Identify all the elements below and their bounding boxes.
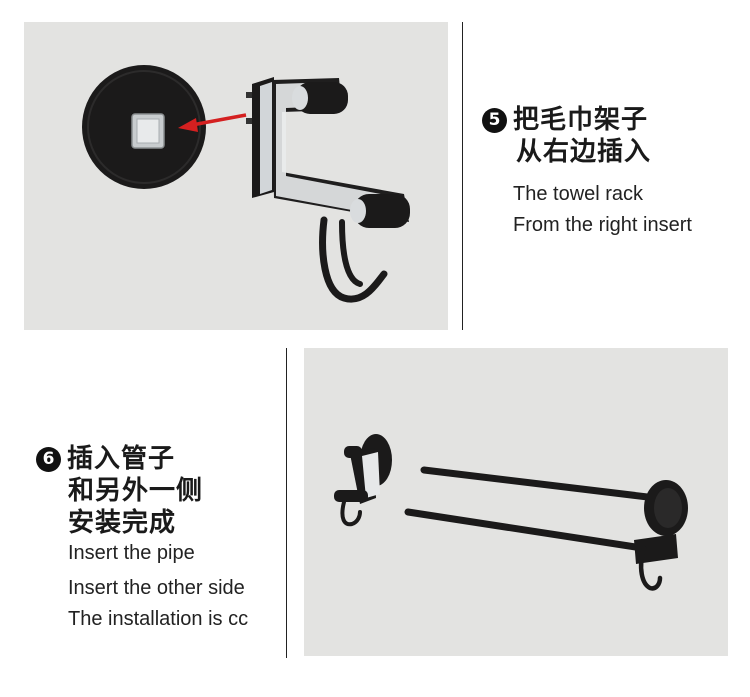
assembled-towel-bar-illustration: [334, 434, 688, 591]
right-bracket: [634, 480, 688, 591]
step5-number-badge: 5: [482, 108, 507, 133]
insert-arrow-icon: [178, 113, 247, 132]
step6-en-line2: Insert the other side: [68, 577, 245, 599]
step5-title-line2: 从右边插入: [516, 137, 652, 167]
upper-bar: [420, 466, 660, 502]
step6-title-line3: 安装完成: [68, 508, 177, 538]
step6-en-line1: Insert the pipe: [68, 542, 195, 564]
divider-line: [462, 22, 463, 330]
step5-title-line1: 把毛巾架子: [513, 105, 649, 135]
step6-en-line3: The installation is cc: [68, 608, 249, 630]
step6-number-badge: 6: [36, 447, 61, 472]
towel-rack-hook: [246, 77, 410, 303]
step6-title-line2: 和另外一侧: [68, 476, 204, 506]
divider-line: [286, 348, 287, 658]
step6-title-line1: 插入管子: [67, 444, 176, 474]
left-bracket: [334, 434, 392, 527]
rack-insert-illustration: [82, 65, 410, 303]
step5-en-line2: From the right insert: [513, 214, 692, 236]
step5-en-line1: The towel rack: [513, 183, 644, 205]
step6-illustration-panel: [304, 348, 728, 656]
lower-bar: [404, 508, 646, 552]
step5-illustration-panel: [24, 22, 448, 330]
